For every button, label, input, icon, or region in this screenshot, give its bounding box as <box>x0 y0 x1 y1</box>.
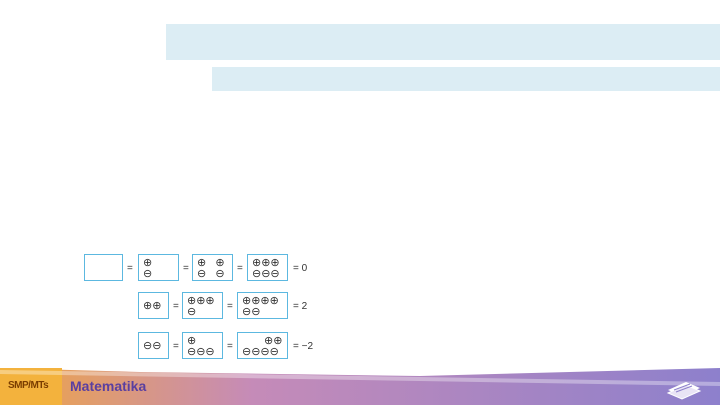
equals-sign: = <box>173 341 179 352</box>
tile-box: ⊕⊕ ⊖⊖⊖⊖ <box>237 332 288 359</box>
subheader-bar <box>212 67 720 91</box>
header-bar <box>166 24 720 60</box>
badge-text: SMP/MTs <box>8 380 49 391</box>
tile-box: ⊕⊕ <box>138 292 169 319</box>
negative-tiles: ⊖⊖ <box>143 340 162 352</box>
positive-tiles: ⊕⊕ <box>143 300 162 312</box>
tile-box: ⊕ ⊖ <box>138 254 179 281</box>
negative-tiles: ⊖⊖ <box>242 306 261 318</box>
negative-tiles: ⊖ <box>187 306 197 318</box>
equals-sign: = <box>227 341 233 352</box>
tile-box: ⊕ ⊖⊖⊖ <box>182 332 223 359</box>
equals-sign: = <box>183 263 189 274</box>
positive-tiles: ⊕ ⊕ <box>197 257 225 269</box>
negative-tiles: ⊖ ⊖ <box>197 268 225 280</box>
equals-sign: = <box>173 301 179 312</box>
tile-box: ⊕⊕⊕⊕ ⊖⊖ <box>237 292 288 319</box>
equals-sign: = <box>237 263 243 274</box>
tile-box: ⊕⊕⊕ ⊖ <box>182 292 223 319</box>
negative-tiles: ⊖ <box>143 268 153 280</box>
positive-tiles: ⊕⊕⊕ <box>252 257 280 269</box>
empty-box <box>84 254 123 281</box>
positive-tiles: ⊕ <box>143 257 153 269</box>
positive-tiles: ⊕⊕⊕ <box>187 295 215 307</box>
positive-tiles: ⊕ <box>187 335 197 347</box>
books-icon <box>666 376 702 405</box>
footer-band: SMP/MTs Matematika <box>0 368 720 405</box>
positive-tiles: ⊕⊕⊕⊕ <box>242 295 279 307</box>
tile-box: ⊖⊖ <box>138 332 169 359</box>
footer-title: Matematika <box>70 378 147 394</box>
tile-box: ⊕⊕⊕ ⊖⊖⊖ <box>247 254 288 281</box>
negative-tiles: ⊖⊖⊖ <box>252 268 280 280</box>
negative-tiles: ⊖⊖⊖ <box>187 346 215 358</box>
equals-sign: = <box>227 301 233 312</box>
tile-box: ⊕ ⊕ ⊖ ⊖ <box>192 254 233 281</box>
positive-tiles: ⊕⊕ <box>264 335 283 347</box>
result-zero: = 0 <box>293 263 308 274</box>
negative-tiles: ⊖⊖⊖⊖ <box>242 346 279 358</box>
result-two: = 2 <box>293 301 308 312</box>
equals-sign: = <box>127 263 133 274</box>
result-negative-two: = −2 <box>293 341 314 352</box>
